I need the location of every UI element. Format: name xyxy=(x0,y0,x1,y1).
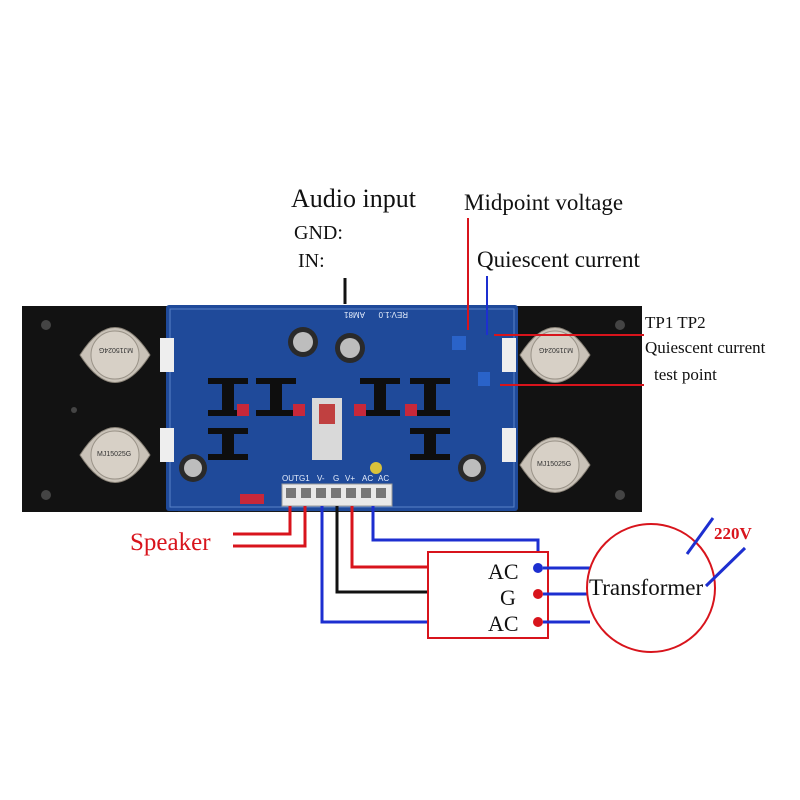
trim-pot xyxy=(452,336,466,350)
terminal-block xyxy=(281,483,393,507)
capacitor xyxy=(458,454,486,482)
midpoint-voltage-label: Midpoint voltage xyxy=(464,190,624,215)
g-terminal-dot xyxy=(533,589,543,599)
terminal-label-ac2: AC xyxy=(378,474,389,483)
mount-hole xyxy=(41,320,51,330)
fuse xyxy=(319,404,335,424)
gnd-label: GND: xyxy=(294,222,343,244)
transistor-top-right xyxy=(519,327,591,383)
transistor-marking: MJ15024G xyxy=(539,346,573,353)
pcb-border xyxy=(169,308,515,508)
ac-bottom-label: AC xyxy=(488,611,519,636)
quiescent-current-test-label: Quiescent current xyxy=(645,338,766,357)
terminal-label-vminus: V- xyxy=(317,474,325,483)
mount-hole xyxy=(615,490,625,500)
tp1-tp2-label: TP1 TP2 xyxy=(645,313,706,332)
ceramic-resistor xyxy=(160,428,174,462)
wire-g-black xyxy=(335,506,428,594)
in-label: IN: xyxy=(298,250,325,272)
speaker-wire-red-1 xyxy=(233,506,292,536)
terminal-label-g: G xyxy=(333,474,339,483)
mount-hole xyxy=(71,407,77,413)
power-supply-box xyxy=(427,551,549,639)
transistor-top-left xyxy=(79,327,151,383)
g-label: G xyxy=(500,585,516,610)
mount-hole xyxy=(615,320,625,330)
terminal-label-out: OUT xyxy=(282,474,299,483)
transistor-bottom-right xyxy=(519,437,591,493)
driver-heatsink xyxy=(208,378,450,460)
quiescent-current-label: Quiescent current xyxy=(477,247,640,272)
board-rev: REV:1.0 xyxy=(378,310,408,319)
voltage-label: 220V xyxy=(714,524,752,543)
terminal-label-g1: G1 xyxy=(299,474,310,483)
ceramic-resistor xyxy=(502,428,516,462)
transistor-marking: MJ15025G xyxy=(537,461,571,468)
film-capacitor xyxy=(354,404,366,416)
film-capacitor xyxy=(240,494,264,504)
wire-vminus-blue xyxy=(320,506,428,624)
mount-hole xyxy=(41,490,51,500)
transistor-bottom-left xyxy=(79,427,151,483)
test-point-label: test point xyxy=(654,365,717,384)
mains-wire-2 xyxy=(704,546,747,588)
film-capacitor xyxy=(237,404,249,416)
film-capacitor xyxy=(405,404,417,416)
terminal-label-vplus: V+ xyxy=(345,474,355,483)
transistor-marking: MJ15024G xyxy=(99,346,133,353)
transformer-label: Transformer xyxy=(589,575,704,600)
wire-vplus-red xyxy=(350,506,428,569)
mains-wire-1 xyxy=(685,517,715,555)
speaker-wire-red-2 xyxy=(233,506,307,548)
capacitor xyxy=(335,333,365,363)
ceramic-resistor xyxy=(502,338,516,372)
terminal-label-ac1: AC xyxy=(362,474,373,483)
capacitor xyxy=(370,462,382,474)
board-model: AM81 xyxy=(344,310,365,319)
ac-terminal-dot-top xyxy=(533,563,543,573)
ac-terminal-dot-bottom xyxy=(533,617,543,627)
trim-pot xyxy=(478,372,490,386)
capacitor xyxy=(288,327,318,357)
capacitor xyxy=(179,454,207,482)
transformer-circle xyxy=(586,523,716,653)
ceramic-resistor xyxy=(160,338,174,372)
film-capacitor xyxy=(293,404,305,416)
speaker-label: Speaker xyxy=(130,529,211,556)
transistor-marking: MJ15025G xyxy=(97,451,131,458)
audio-input-label: Audio input xyxy=(291,184,416,213)
ac-top-label: AC xyxy=(488,559,519,584)
